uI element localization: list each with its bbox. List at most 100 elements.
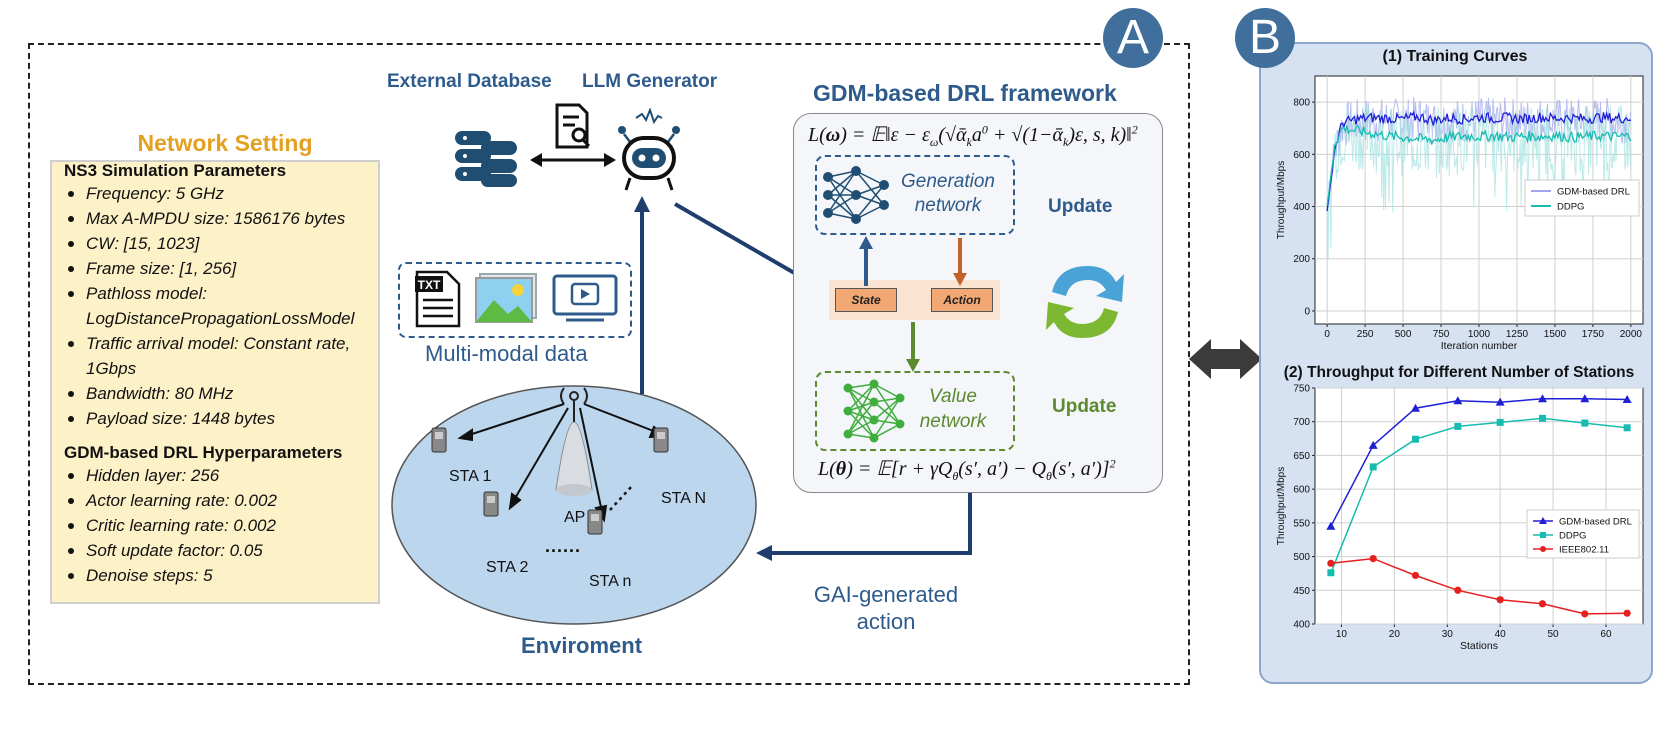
y-axis-label: Throughput/Mbps xyxy=(1276,161,1287,239)
x-tick-label: 750 xyxy=(1433,329,1450,340)
document-search-icon xyxy=(555,103,591,149)
data-point-circle xyxy=(1327,559,1335,567)
data-point-triangle xyxy=(1580,394,1590,403)
update-bottom-label: Update xyxy=(1052,396,1117,417)
data-point-square xyxy=(1369,463,1377,471)
robot-icon xyxy=(618,108,680,191)
panel-a-frame xyxy=(28,43,1190,685)
data-point-circle xyxy=(1369,554,1377,563)
y-tick-label: 500 xyxy=(1293,552,1310,563)
sta-dots: ...... xyxy=(545,536,582,556)
y-tick-label: 800 xyxy=(1293,98,1310,109)
sim-item: Max A-MPDU size: 1586176 bytes xyxy=(68,206,378,231)
data-point-triangle xyxy=(1411,403,1421,412)
data-point-square xyxy=(1581,419,1589,427)
series-line xyxy=(1330,417,1628,574)
y-tick-label: 600 xyxy=(1293,485,1310,496)
update-top-label: Update xyxy=(1048,196,1113,217)
x-tick-label: 1250 xyxy=(1506,329,1529,340)
sta-n-small-label: STA n xyxy=(589,573,632,590)
value-network-icon xyxy=(843,379,905,443)
hyper-item: Actor learning rate: 0.002 xyxy=(68,488,378,513)
svg-text:TXT: TXT xyxy=(418,278,441,292)
y-tick-label: 450 xyxy=(1293,586,1310,597)
x-tick-label: 60 xyxy=(1600,629,1612,640)
video-screen-icon xyxy=(552,274,618,322)
multimodal-data-label: Multi-modal data xyxy=(425,341,588,366)
action-node[interactable]: Action xyxy=(931,288,993,312)
network-setting-title: Network Setting xyxy=(137,130,313,156)
db-llm-double-arrow xyxy=(530,153,616,167)
data-point-circle xyxy=(1454,586,1462,594)
x-axis-label: Stations xyxy=(1460,640,1498,652)
generation-label-line2: network xyxy=(914,195,982,216)
network-setting-box: NS3 Simulation Parameters Frequency: 5 G… xyxy=(50,160,380,604)
legend-label: GDM-based DRL xyxy=(1559,517,1632,528)
y-tick-label: 550 xyxy=(1293,518,1310,529)
data-point-circle xyxy=(1496,596,1504,604)
data-point-square xyxy=(1327,569,1335,577)
y-tick-label: 750 xyxy=(1293,384,1310,395)
x-tick-label: 0 xyxy=(1324,329,1330,340)
hyper-params-heading: GDM-based DRL Hyperparameters xyxy=(64,443,343,462)
ap-label: AP xyxy=(564,509,586,526)
generation-network-box[interactable] xyxy=(815,155,1015,235)
multimodal-data-box xyxy=(398,262,632,338)
gai-line2: action xyxy=(856,609,916,634)
data-point-circle xyxy=(1538,600,1547,608)
data-point-triangle xyxy=(1537,394,1547,403)
chart2-title: (2) Throughput for Different Number of S… xyxy=(1283,364,1635,381)
txt-file-icon: TXT xyxy=(415,270,461,328)
sim-item: Traffic arrival model: Constant rate, 1G… xyxy=(68,331,378,381)
x-tick-label: 20 xyxy=(1389,629,1401,640)
sta-1-label: STA 1 xyxy=(449,468,492,485)
value-label-line2: network xyxy=(919,411,987,432)
y-tick-label: 600 xyxy=(1293,150,1310,161)
framework-title: GDM-based DRL framework xyxy=(813,80,1117,106)
data-point-triangle xyxy=(1368,440,1378,449)
data-point-circle xyxy=(1581,610,1589,618)
data-point-triangle xyxy=(1622,394,1632,403)
sim-item: Payload size: 1448 bytes xyxy=(68,406,378,431)
external-database-label: External Database xyxy=(387,71,552,92)
generation-label-line1: Generation xyxy=(900,171,995,192)
x-tick-label: 10 xyxy=(1336,629,1348,640)
value-network-box[interactable] xyxy=(815,371,1015,451)
value-network-label: Value network xyxy=(908,384,998,434)
x-tick-label: 40 xyxy=(1495,629,1507,640)
data-point-square xyxy=(1454,422,1462,430)
x-tick-label: 500 xyxy=(1395,329,1412,340)
series-band-ddpg xyxy=(1326,102,1631,260)
llm-generator-label: LLM Generator xyxy=(582,71,718,92)
badge-a: A xyxy=(1103,8,1163,68)
badge-b: B xyxy=(1235,8,1295,68)
legend-label: DDPG xyxy=(1557,202,1584,213)
y-tick-label: 0 xyxy=(1304,306,1310,317)
sim-item: Frequency: 5 GHz xyxy=(68,181,378,206)
data-point-square xyxy=(1623,424,1631,432)
sta-2-label: STA 2 xyxy=(486,559,529,576)
database-icon xyxy=(455,131,517,187)
generation-network-label: Generation network xyxy=(893,170,1003,218)
series-line xyxy=(1330,398,1628,527)
x-tick-label: 250 xyxy=(1357,329,1374,340)
legend-label: IEEE802.11 xyxy=(1559,545,1609,556)
generation-network-icon xyxy=(823,166,889,224)
legend-box xyxy=(1524,179,1640,217)
data-point-square xyxy=(1412,435,1420,443)
sim-item: CW: [15, 1023] xyxy=(68,231,378,256)
data-point-circle xyxy=(1411,571,1420,580)
refresh-cycle-icon xyxy=(1046,266,1124,338)
x-tick-label: 1750 xyxy=(1582,329,1605,340)
image-icon xyxy=(475,273,537,323)
state-node[interactable]: State xyxy=(835,288,897,312)
series-line-ddpg xyxy=(1326,124,1632,206)
sim-item: Bandwidth: 80 MHz xyxy=(68,381,378,406)
x-tick-label: 50 xyxy=(1548,629,1560,640)
sim-params-heading: NS3 Simulation Parameters xyxy=(64,161,287,180)
x-tick-label: 1500 xyxy=(1544,329,1567,340)
hyper-item: Denoise steps: 5 xyxy=(68,563,378,588)
